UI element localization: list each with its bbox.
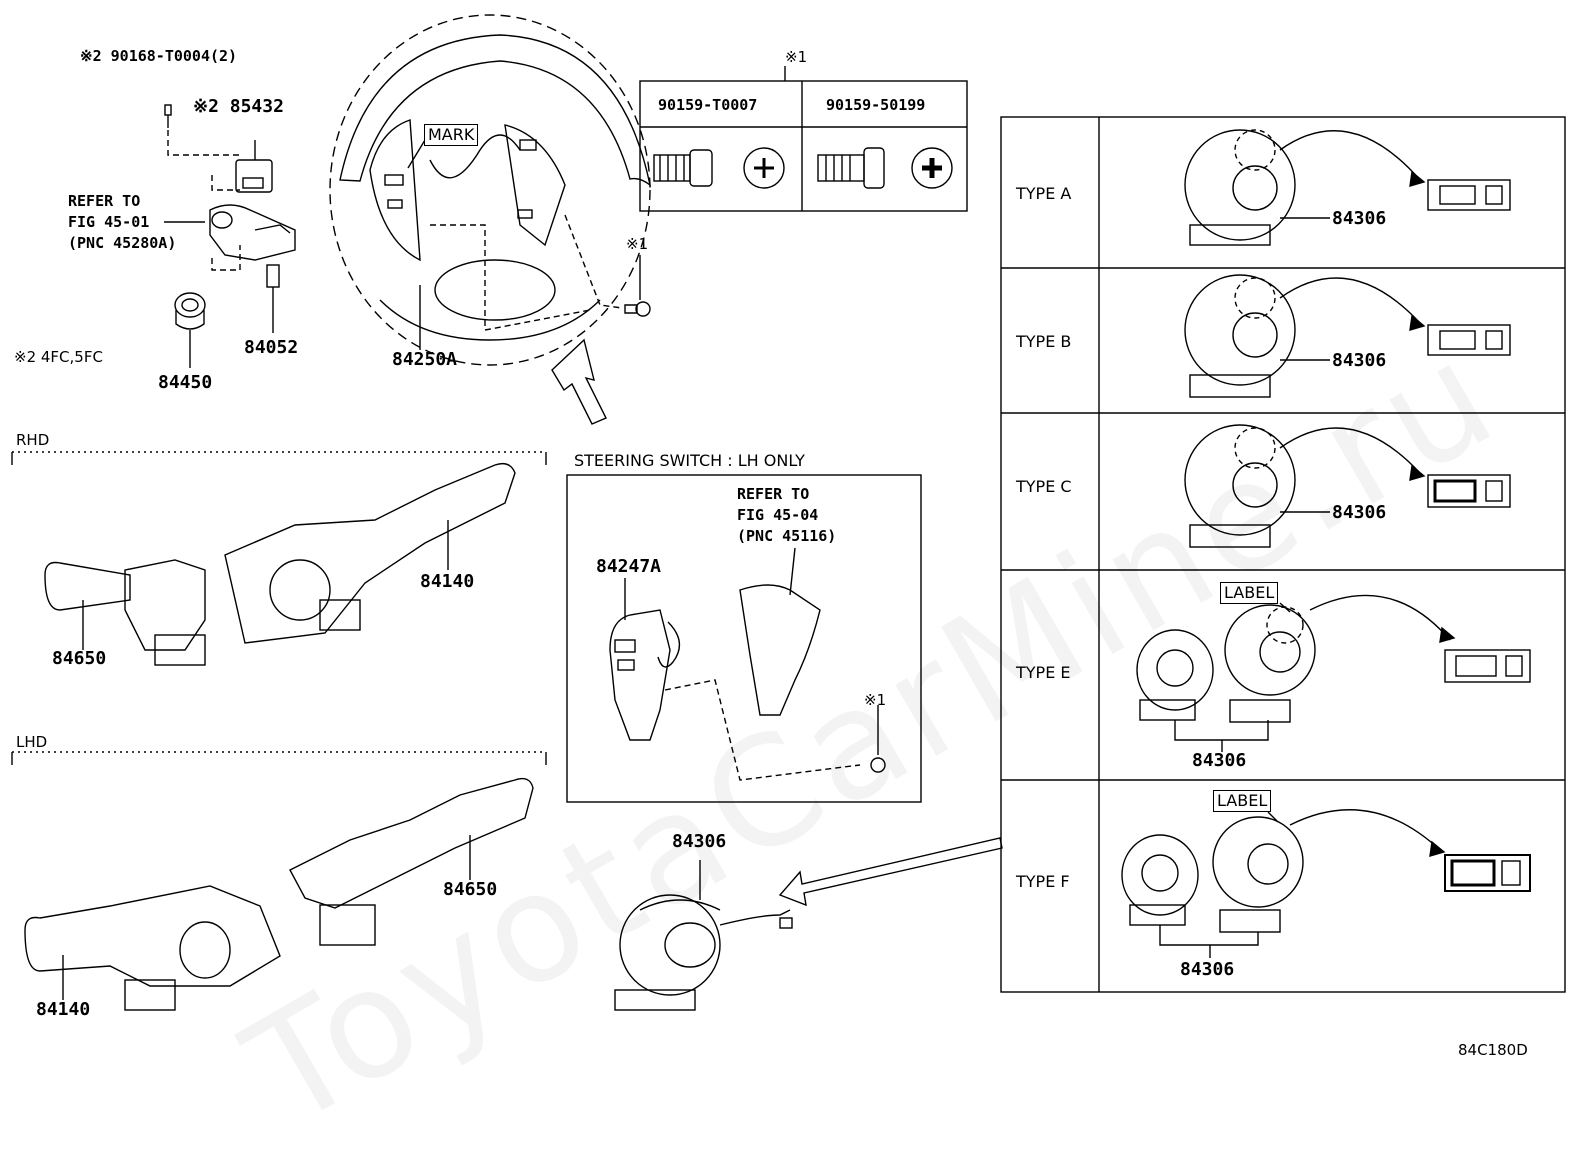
ignition-housing [209,204,296,261]
ss-refer-1: REFER TO [737,485,810,503]
type-b-part: 84306 [1332,350,1387,371]
note2-models-label: ※2 4FC,5FC [14,348,103,366]
note1-label-a: ※1 [626,235,649,253]
spiral-84306-label: 84306 [672,831,727,852]
rhd-bracket [11,451,547,465]
type-c-part: 84306 [1332,502,1387,523]
spiral-arrow [778,837,1003,907]
ignition-cover-85432 [235,140,273,193]
parts-diagram [11,14,1566,1011]
screw-table [639,66,968,212]
type-c-drawing [1184,424,1511,548]
view-arrow [551,338,607,425]
refer-label-1: REFER TO [68,192,141,210]
bolt-note1 [624,255,651,317]
type-a-part: 84306 [1332,208,1387,229]
screw-col1-label: 90159-T0007 [658,96,758,114]
type-a-name: TYPE A [1016,184,1072,203]
rhd-label: RHD [16,431,50,449]
lhd-lever-84140 [24,885,281,1011]
mark-leader [407,139,426,169]
note2-bolt-label: ※2 90168-T0004(2) [80,47,238,65]
ss-refer-2: FIG 45-04 [737,506,819,524]
type-f-name: TYPE F [1016,872,1070,891]
note1-label-b: ※1 [785,48,808,66]
key-cylinder-84450 [174,292,206,368]
type-f-label-tag: LABEL [1213,790,1272,812]
rhd-84140-label: 84140 [420,571,475,592]
steering-switch-title: STEERING SWITCH : LH ONLY [574,451,805,470]
rhd-84650-label: 84650 [52,648,107,669]
type-e-drawing [1136,594,1531,752]
lhd-label: LHD [16,733,48,751]
type-e-name: TYPE E [1016,663,1071,682]
rhd-lever-84650 [44,559,206,666]
type-e-label-tag: LABEL [1220,582,1279,604]
note2-part-label: ※2 85432 [193,96,284,117]
refer-label-2: FIG 45-01 [68,213,150,231]
steering-wheel-84250A [329,14,652,366]
sensor-84052 [266,264,280,333]
part-84450-label: 84450 [158,372,213,393]
diagram-code: 84C180D [1458,1041,1528,1059]
lhd-bracket [11,751,547,765]
type-c-name: TYPE C [1016,477,1072,496]
lhd-lever-84650 [289,777,534,946]
type-a-drawing [1184,129,1511,246]
ss-refer-3: (PNC 45116) [737,527,837,545]
part-84052-label: 84052 [244,337,299,358]
type-f-drawing [1121,809,1531,958]
lhd-84140-label: 84140 [36,999,91,1020]
refer-label-3: (PNC 45280A) [68,234,177,252]
part-84247A-label: 84247A [596,556,662,577]
type-f-part: 84306 [1180,959,1235,980]
lhd-84650-label: 84650 [443,879,498,900]
screw-90168 [164,104,172,128]
rhd-lever-84140 [224,462,516,644]
type-b-name: TYPE B [1016,332,1072,351]
part-84250A-label: 84250A [392,349,458,370]
type-e-part: 84306 [1192,750,1247,771]
types-table [1000,116,1566,993]
spiral-cable-84306 [614,860,793,1011]
screw-col2-label: 90159-50199 [826,96,926,114]
note1-label-c: ※1 [864,691,887,709]
type-b-drawing [1184,274,1511,398]
steering-switch-box [566,474,922,803]
mark-label: MARK [424,124,479,146]
